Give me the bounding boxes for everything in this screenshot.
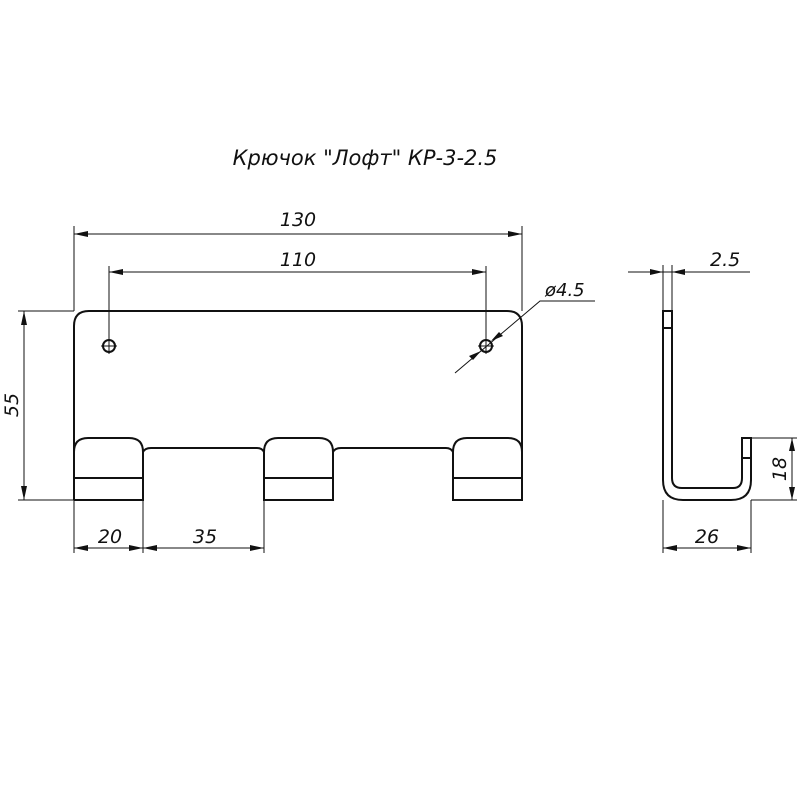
dim-110-label: 110: [280, 249, 316, 271]
dim-130: 130: [73, 209, 523, 311]
dim-18-label: 18: [769, 457, 791, 481]
profile-marks: [663, 327, 751, 459]
dim-26: 26: [662, 500, 752, 553]
dim-26-label: 26: [695, 526, 719, 548]
dim-110: 110: [108, 249, 487, 354]
dim-diameter-label: ø4.5: [544, 280, 585, 301]
dim-130-label: 130: [280, 209, 316, 231]
hole-centerlines: [101, 338, 494, 354]
front-view: [73, 310, 523, 501]
dim-55-label: 55: [1, 393, 23, 417]
dim-2-5: 2.5: [628, 249, 750, 311]
side-view: [662, 310, 752, 501]
dim-35-label: 35: [193, 526, 217, 548]
plate-outline: [73, 310, 523, 501]
dim-20-35: 20 35: [73, 500, 265, 553]
drawing-title: Крючок "Лофт" КР-3-2.5: [233, 146, 498, 170]
dim-18: 18: [751, 437, 797, 501]
dim-diameter: ø4.5: [454, 280, 595, 374]
dim-55: 55: [1, 310, 74, 501]
profile-outline: [662, 310, 752, 501]
dim-2-5-label: 2.5: [710, 249, 740, 271]
dim-20-label: 20: [98, 526, 122, 548]
